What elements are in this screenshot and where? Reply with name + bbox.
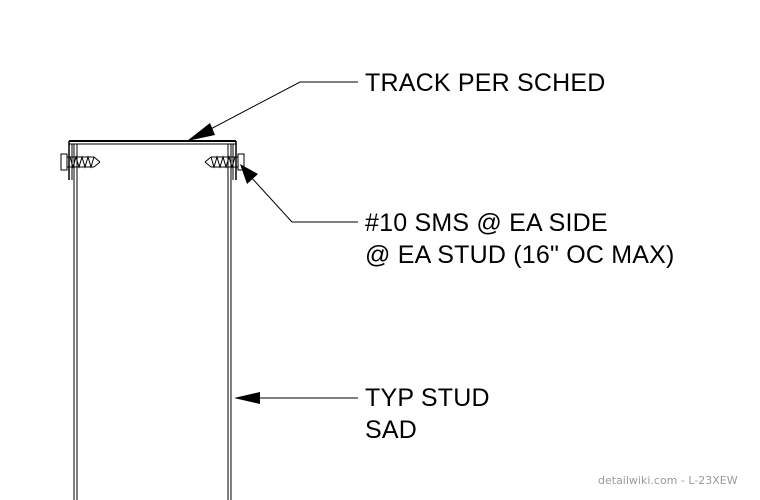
left-screw: [60, 153, 101, 171]
stud-label-line1: TYP STUD: [365, 384, 490, 412]
track-leader: [187, 81, 358, 141]
stud: [73, 144, 232, 500]
watermark: detailwiki.com - L-23XEW: [598, 474, 738, 487]
stud-leader: [234, 392, 358, 404]
screws-label-line2: @ EA STUD (16" OC MAX): [365, 241, 675, 269]
screws-leader: [240, 164, 358, 223]
stud-label-line2: SAD: [365, 416, 418, 444]
track: [68, 140, 237, 180]
right-screw: [204, 153, 245, 171]
track-label: TRACK PER SCHED: [365, 69, 606, 97]
screws-label-line1: #10 SMS @ EA SIDE: [365, 209, 608, 237]
